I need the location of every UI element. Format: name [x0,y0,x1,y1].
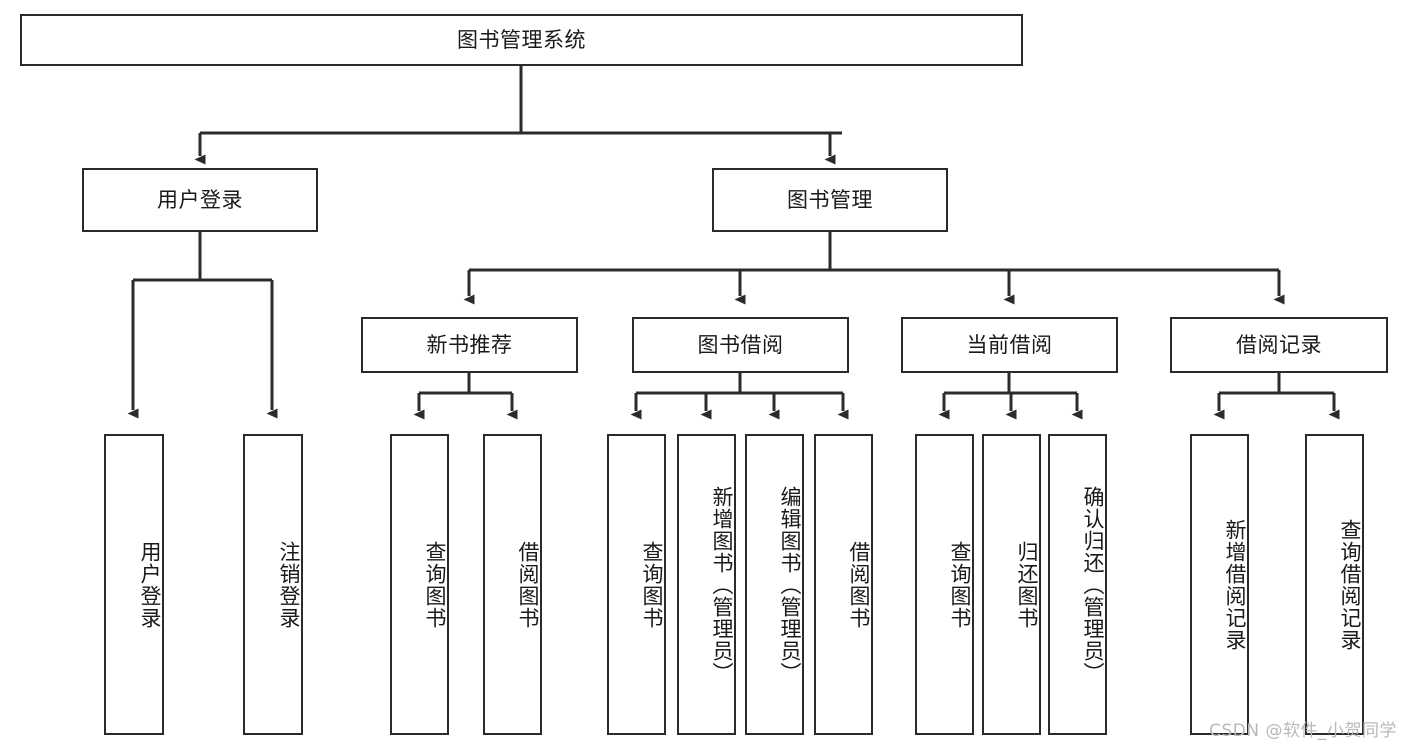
node-leaf-add-record[interactable]: 新增借阅记录 [1190,434,1249,735]
node-current-borrow[interactable]: 当前借阅 [901,317,1118,373]
node-book-borrow-label: 图书借阅 [697,332,784,357]
node-leaf-user-login-label: 用户登录 [138,540,162,629]
node-new-book-rec[interactable]: 新书推荐 [361,317,578,373]
node-book-manage[interactable]: 图书管理 [712,168,948,232]
node-leaf-confirm-return[interactable]: 确认归还（管理员） [1048,434,1107,735]
node-book-borrow[interactable]: 图书借阅 [632,317,849,373]
node-leaf-query-book-1-label: 查询图书 [423,540,447,629]
node-borrow-record[interactable]: 借阅记录 [1170,317,1388,373]
node-leaf-query-record[interactable]: 查询借阅记录 [1305,434,1364,735]
node-book-manage-label: 图书管理 [787,187,873,212]
node-leaf-add-book[interactable]: 新增图书（管理员） [677,434,736,735]
node-new-book-rec-label: 新书推荐 [426,332,513,357]
node-leaf-edit-book-label: 编辑图书（管理员） [778,485,802,684]
node-leaf-borrow-book-1[interactable]: 借阅图书 [483,434,542,735]
node-leaf-return-book[interactable]: 归还图书 [982,434,1041,735]
node-root-label: 图书管理系统 [457,27,586,52]
node-leaf-borrow-book-1-label: 借阅图书 [516,540,540,629]
node-leaf-add-record-label: 新增借阅记录 [1223,518,1247,651]
node-leaf-borrow-book-2-label: 借阅图书 [847,540,871,629]
node-leaf-borrow-book-2[interactable]: 借阅图书 [814,434,873,735]
node-leaf-query-book-3[interactable]: 查询图书 [915,434,974,735]
csdn-watermark: CSDN @软件_小贺同学 [1209,721,1397,741]
node-leaf-add-book-label: 新增图书（管理员） [710,485,734,684]
node-leaf-logout-login-label: 注销登录 [277,540,301,629]
node-current-borrow-label: 当前借阅 [966,332,1053,357]
node-user-login[interactable]: 用户登录 [82,168,318,232]
node-leaf-query-book-3-label: 查询图书 [948,540,972,629]
node-leaf-confirm-return-label: 确认归还（管理员） [1081,485,1105,684]
node-borrow-record-label: 借阅记录 [1236,332,1322,357]
node-user-login-label: 用户登录 [157,187,243,212]
node-leaf-query-book-1[interactable]: 查询图书 [390,434,449,735]
node-leaf-return-book-label: 归还图书 [1015,540,1039,629]
node-leaf-query-record-label: 查询借阅记录 [1338,518,1362,651]
node-leaf-logout-login[interactable]: 注销登录 [243,434,303,735]
node-leaf-query-book-2-label: 查询图书 [640,540,664,629]
node-leaf-edit-book[interactable]: 编辑图书（管理员） [745,434,804,735]
node-leaf-user-login[interactable]: 用户登录 [104,434,164,735]
node-leaf-query-book-2[interactable]: 查询图书 [607,434,666,735]
node-root[interactable]: 图书管理系统 [20,14,1023,66]
